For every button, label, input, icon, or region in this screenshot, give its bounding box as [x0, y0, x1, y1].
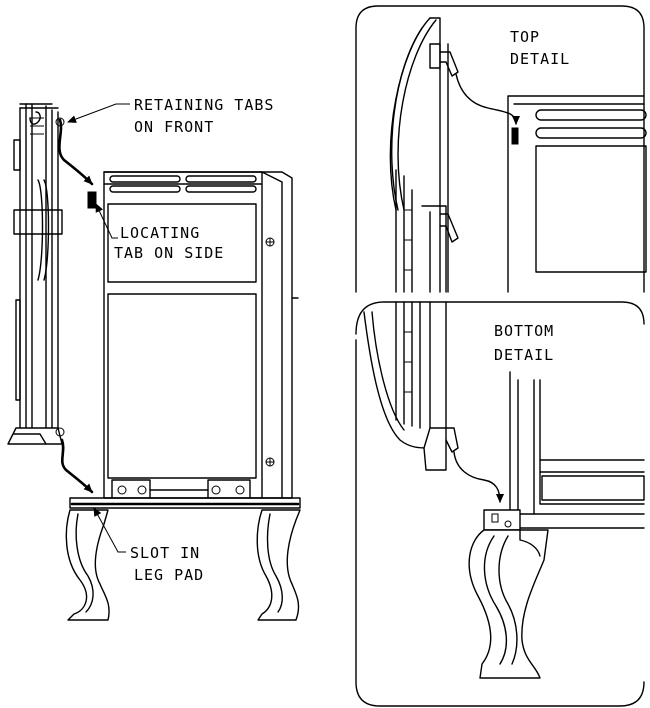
cabinet-body	[87, 171, 299, 499]
leader-retaining-tabs	[67, 103, 130, 123]
leader-slot-leg-pad	[93, 507, 126, 553]
locating-tab-marker	[87, 191, 97, 209]
front-left-leg	[65, 509, 110, 621]
label-locating-tab-1: LOCATING	[120, 224, 200, 242]
bottom-detail-title-2: DETAIL	[494, 346, 554, 364]
label-slot-leg-pad-2: LEG PAD	[134, 566, 204, 584]
top-retaining-tab	[55, 117, 65, 127]
bottom-detail-panel	[355, 301, 645, 707]
top-retaining-path	[58, 118, 94, 186]
front-right-leg	[256, 509, 301, 621]
side-view-assembly	[7, 103, 301, 621]
label-retaining-tabs-2: ON FRONT	[134, 118, 214, 136]
label-retaining-tabs-1: RETAINING TABS	[134, 96, 274, 114]
bottom-detail-title-1: BOTTOM	[494, 322, 554, 340]
label-slot-leg-pad-1: SLOT IN	[130, 544, 200, 562]
top-detail-title-2: DETAIL	[510, 50, 570, 68]
top-detail-title-1: TOP	[510, 28, 540, 46]
front-frame-profile	[7, 103, 63, 445]
leader-locating-tab	[95, 203, 118, 239]
top-detail-panel	[355, 5, 647, 293]
bottom-retaining-tab	[55, 427, 65, 437]
label-locating-tab-2: TAB ON SIDE	[114, 244, 224, 262]
bottom-retaining-path	[60, 438, 94, 494]
